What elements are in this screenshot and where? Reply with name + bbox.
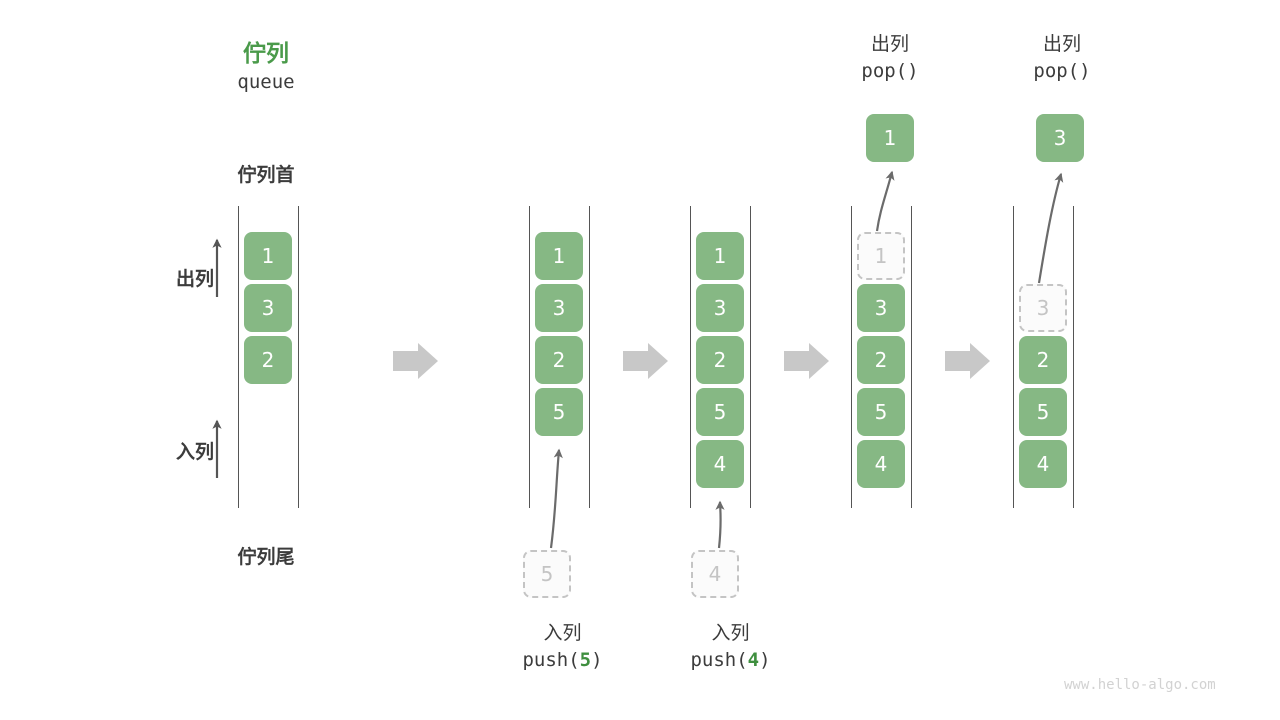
rail-right-col4 [911,206,912,508]
pending-push-cell: 5 [523,550,571,598]
queue-cell: 3 [244,284,292,332]
rail-left-col5 [1013,206,1014,508]
push-caption-cn: 入列 [711,622,750,644]
popped-value-cell: 3 [1036,114,1084,162]
push-5-arrow [549,448,563,549]
queue-cell: 1 [696,232,744,280]
step-arrow [784,343,829,379]
watermark: www.hello-algo.com [1064,677,1216,693]
rail-right-col5 [1073,206,1074,508]
rail-right-col3 [750,206,751,508]
push-code-suffix: ) [759,649,771,671]
push-caption-code: push(4) [638,647,823,674]
push-code-prefix: push( [690,649,748,671]
rail-right-col2 [589,206,590,508]
push-caption-col2: 入列 push(5) [470,620,655,674]
diagram-title-cn: 佇列 [243,41,289,67]
push-4-arrow [715,500,725,549]
queue-cell: 2 [1019,336,1067,384]
queue-cell: 2 [535,336,583,384]
queue-cell: 3 [535,284,583,332]
queue-cell: 1 [244,232,292,280]
pop-caption-code: pop() [810,58,970,85]
rail-left-col2 [529,206,530,508]
rail-left-col1 [238,206,239,508]
rail-left-col4 [851,206,852,508]
popped-ghost-cell: 1 [857,232,905,280]
dequeue-direction-label: 出列 [175,268,214,290]
queue-cell: 3 [696,284,744,332]
queue-tail-label: 佇列尾 [237,546,295,568]
pop-code-suffix: ) [907,60,919,82]
pop-3-arrow [1037,172,1064,284]
popped-value-cell: 1 [866,114,914,162]
queue-cell: 5 [1019,388,1067,436]
enqueue-direction-label: 入列 [175,441,214,463]
pop-1-arrow [875,170,895,232]
pop-caption-cn: 出列 [1042,33,1081,55]
queue-cell: 4 [1019,440,1067,488]
queue-cell: 4 [696,440,744,488]
queue-cell: 2 [244,336,292,384]
pop-caption-col4: 出列 pop() [810,31,970,85]
push-code-suffix: ) [591,649,603,671]
step-arrow [623,343,668,379]
push-caption-code: push(5) [470,647,655,674]
pop-caption-cn: 出列 [870,33,909,55]
step-arrow [393,343,438,379]
push-code-prefix: push( [522,649,580,671]
queue-cell: 1 [535,232,583,280]
pop-code-prefix: pop( [861,60,908,82]
rail-left-col3 [690,206,691,508]
queue-cell: 5 [857,388,905,436]
push-code-arg: 5 [579,649,592,671]
pending-push-cell: 4 [691,550,739,598]
push-caption-col3: 入列 push(4) [638,620,823,674]
rail-right-col1 [298,206,299,508]
step-arrow [945,343,990,379]
queue-cell: 4 [857,440,905,488]
queue-cell: 2 [857,336,905,384]
queue-cell: 5 [535,388,583,436]
popped-ghost-cell: 3 [1019,284,1067,332]
queue-cell: 3 [857,284,905,332]
queue-cell: 2 [696,336,744,384]
push-code-arg: 4 [747,649,760,671]
pop-caption-code: pop() [982,58,1142,85]
pop-caption-col5: 出列 pop() [982,31,1142,85]
pop-code-suffix: ) [1079,60,1091,82]
queue-head-label: 佇列首 [237,164,295,186]
diagram-title-en: queue [237,71,295,93]
queue-cell: 5 [696,388,744,436]
push-caption-cn: 入列 [543,622,582,644]
pop-code-prefix: pop( [1033,60,1080,82]
